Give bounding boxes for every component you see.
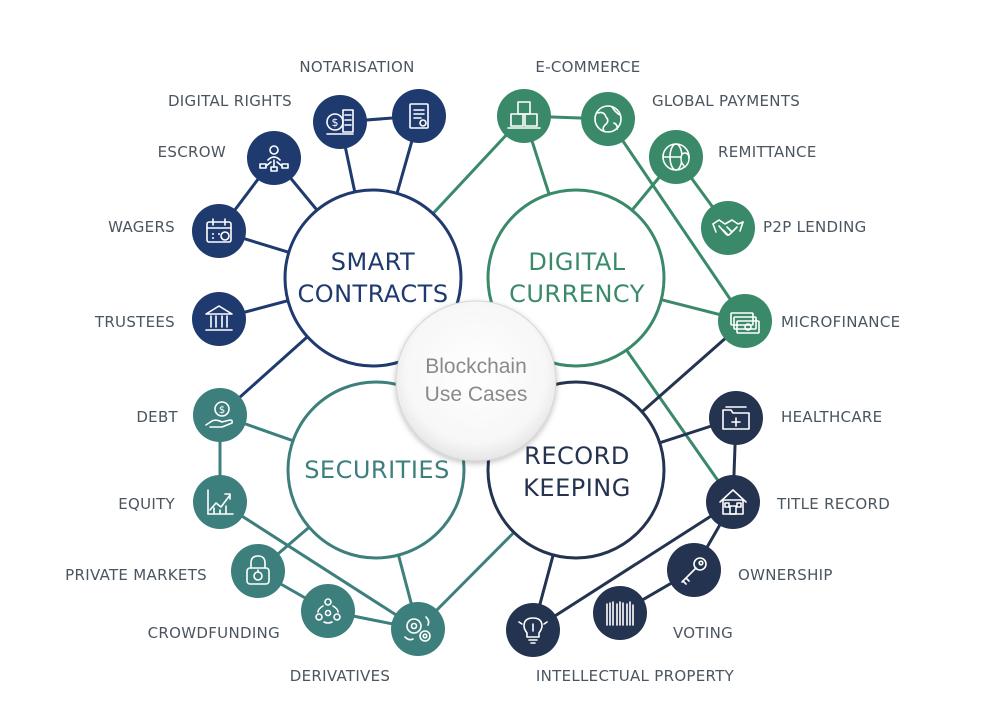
house-icon — [719, 489, 747, 515]
use-case-nodes: $$ — [192, 89, 772, 657]
derivatives-node-circle — [391, 602, 445, 656]
lightbulb-icon — [518, 617, 548, 644]
handshake-icon — [712, 219, 744, 236]
microfinance-label: MICROFINANCE — [781, 313, 901, 331]
voting-label: VOTING — [673, 624, 734, 642]
title-record-node-circle — [706, 475, 760, 529]
center-circle — [395, 300, 557, 462]
record-keeping-title: RECORD KEEPING — [523, 440, 631, 504]
ownership-node — [667, 543, 721, 597]
bank-icon — [205, 305, 233, 331]
derivatives-label: DERIVATIVES — [289, 667, 391, 685]
debt-node: $ — [193, 388, 247, 442]
crowdfunding-label: CROWDFUNDING — [147, 624, 280, 642]
hub-title-line: RECORD — [524, 442, 630, 470]
global-payments-label: GLOBAL PAYMENTS — [652, 92, 801, 110]
healthcare-node — [709, 391, 763, 445]
escrow-node — [247, 131, 301, 185]
remittance-node — [649, 130, 703, 184]
notarisation-node — [392, 89, 446, 143]
securities-title: SECURITIES — [304, 454, 450, 486]
hub-title-line: SMART — [330, 248, 416, 276]
document-icon — [409, 103, 429, 129]
connector-line — [532, 500, 734, 632]
private-markets-node — [231, 544, 285, 598]
digital-currency-title: DIGITAL CURRENCY — [509, 246, 645, 310]
hub-title-line: CONTRACTS — [297, 280, 449, 308]
hub-title-line: SECURITIES — [304, 456, 450, 484]
title-record-node — [706, 475, 760, 529]
digital-rights-node: $ — [313, 95, 367, 149]
connector-line — [219, 500, 419, 631]
svg-text:$: $ — [219, 405, 225, 416]
smart-contracts-title: SMART CONTRACTS — [297, 246, 448, 310]
hub-title-line: KEEPING — [523, 474, 631, 502]
hub-title-line: CURRENCY — [509, 280, 645, 308]
hand-coin-icon: $ — [205, 401, 234, 428]
p2p-lending-label: P2P LENDING — [763, 218, 867, 236]
boxes-icon — [507, 101, 541, 129]
key-icon — [681, 557, 707, 585]
padlock-icon — [246, 555, 270, 585]
smart-contracts-hub — [283, 188, 463, 368]
trustees-node-circle — [192, 292, 246, 346]
derivatives-node — [391, 602, 445, 656]
p2p-lending-node — [701, 201, 755, 255]
notarisation-node-circle — [392, 89, 446, 143]
digital-rights-label: DIGITAL RIGHTS — [167, 92, 292, 110]
notarisation-label: NOTARISATION — [299, 58, 415, 76]
hub-title-line: DIGITAL — [528, 248, 626, 276]
svg-text:$: $ — [332, 116, 339, 129]
growth-chart-icon — [207, 489, 234, 515]
medical-folder-icon — [722, 406, 750, 430]
digital-rights-node-circle — [313, 95, 367, 149]
equity-node-circle — [193, 475, 247, 529]
debt-label: DEBT — [136, 408, 178, 426]
ecommerce-node — [497, 89, 551, 143]
calendar-icon — [206, 218, 232, 243]
connector-line — [606, 118, 747, 322]
raised-hands-icon — [606, 601, 634, 626]
intellectual-property-label: INTELLECTUAL PROPERTY — [535, 667, 735, 685]
trustees-label: TRUSTEES — [94, 313, 175, 331]
private-markets-label: PRIVATE MARKETS — [65, 566, 207, 584]
ownership-label: OWNERSHIP — [738, 566, 833, 584]
intellectual-property-node — [506, 603, 560, 657]
global-payments-node — [581, 92, 635, 146]
digital-currency-hub — [486, 188, 666, 368]
cash-stack-icon — [730, 312, 760, 334]
people-cycle-icon — [315, 598, 341, 624]
dollar-register-icon: $ — [326, 109, 354, 135]
center-title-line1: Blockchain — [425, 355, 527, 378]
globe-icon — [594, 105, 622, 133]
wagers-node-circle — [192, 204, 246, 258]
wagers-node — [192, 204, 246, 258]
globe-pin-icon — [662, 143, 690, 171]
equity-node — [193, 475, 247, 529]
ecommerce-node-circle — [497, 89, 551, 143]
escrow-label: ESCROW — [157, 143, 226, 161]
equity-label: EQUITY — [118, 495, 175, 513]
crowdfunding-node — [301, 584, 355, 638]
healthcare-label: HEALTHCARE — [781, 408, 883, 426]
remittance-label: REMITTANCE — [718, 143, 817, 161]
escrow-node-circle — [247, 131, 301, 185]
voting-node — [593, 586, 647, 640]
title-record-label: TITLE RECORD — [777, 495, 891, 513]
trustees-node — [192, 292, 246, 346]
ecommerce-label: E-COMMERCE — [535, 58, 641, 76]
gears-icon — [404, 616, 431, 642]
microfinance-node — [718, 294, 772, 348]
wagers-label: WAGERS — [108, 218, 175, 236]
network-person-icon — [259, 145, 289, 172]
center-title: Blockchain Use Cases — [425, 353, 528, 409]
center-title-line2: Use Cases — [424, 383, 528, 406]
